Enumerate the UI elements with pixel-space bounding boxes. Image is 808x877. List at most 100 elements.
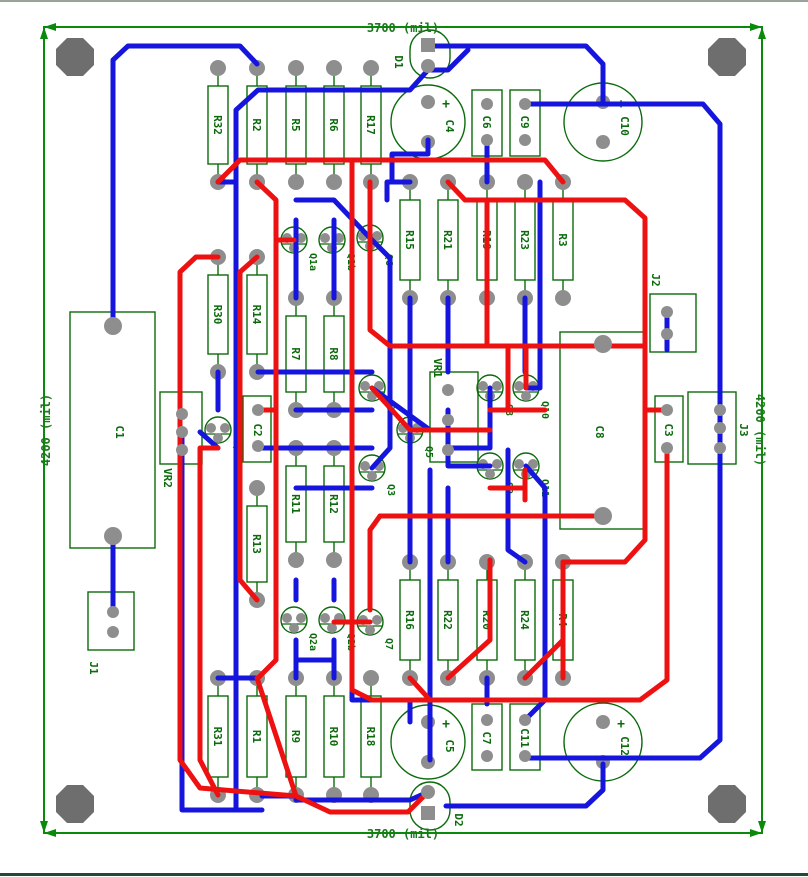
transistor-pad: [514, 381, 524, 391]
resistor-r16: R16: [399, 554, 421, 686]
transistor-pad: [320, 233, 330, 243]
resistor-r32: R32: [207, 60, 229, 190]
resistor-r11: R11: [285, 440, 307, 568]
c3-pad-1: [661, 404, 673, 416]
j2-pad-1: [661, 306, 673, 318]
j3-pad-3: [714, 442, 726, 454]
c3-pad-2: [661, 442, 673, 454]
resistor-label: R8: [327, 347, 340, 360]
d1-pad-round: [421, 59, 435, 73]
capacitor-label: C4: [443, 119, 456, 133]
vr2-pad-2: [176, 426, 188, 438]
resistor-r1: R1: [246, 670, 268, 803]
resistor-label: R12: [327, 494, 340, 514]
resistor-r24: R24: [514, 554, 536, 686]
c1-label: C1: [113, 425, 126, 439]
resistor-pad: [249, 60, 265, 76]
static-pads: [104, 38, 726, 820]
resistor-r12: R12: [323, 440, 345, 568]
c2-outline: [242, 395, 272, 463]
resistor-r20: R20: [476, 554, 498, 686]
resistor-label: R13: [250, 534, 263, 554]
window-top-border: [0, 0, 808, 2]
c6-pad-1: [481, 98, 493, 110]
j3-pad-2: [714, 422, 726, 434]
j1-pad-1: [107, 606, 119, 618]
resistor-r30: R30: [207, 249, 229, 380]
window-bottom-border: [0, 873, 808, 876]
resistor-r18: R18: [360, 670, 382, 803]
capacitor-plus: +: [442, 97, 450, 112]
resistor-label: R23: [518, 230, 531, 250]
vr1-pad-2: [442, 414, 454, 426]
capacitor-plus: +: [442, 717, 450, 732]
c7-pad-2: [481, 750, 493, 762]
transistor-pad: [220, 423, 230, 433]
resistor-label: R3: [556, 233, 569, 246]
j1-label: J1: [87, 661, 100, 675]
resistor-label: R15: [403, 230, 416, 250]
j3-outline: [687, 391, 737, 465]
vr2-pad-3: [176, 444, 188, 456]
transistor-pad: [372, 615, 382, 625]
resistor-pad: [326, 552, 342, 568]
c6-label: C6: [480, 115, 493, 129]
board-outline: [43, 26, 763, 834]
resistor-pad: [326, 174, 342, 190]
transistor-label: Q7: [383, 638, 394, 650]
resistor-label: R2: [250, 118, 263, 131]
c2-pad-2: [252, 440, 264, 452]
transistor-pad: [206, 423, 216, 433]
transistor-pad: [492, 381, 502, 391]
vr1-outline: [429, 371, 479, 463]
transistor-pad: [514, 459, 524, 469]
resistor-pad: [288, 174, 304, 190]
transistor-label: Q5: [423, 446, 434, 458]
transistor-q7: Q7: [356, 608, 394, 650]
resistor-r3: R3: [552, 174, 574, 306]
resistor-r14: R14: [246, 249, 268, 380]
mount-hole-bottom-right: [708, 785, 746, 823]
resistor-label: R1: [250, 730, 263, 744]
c8-label: C8: [593, 425, 606, 438]
c3-label: C3: [662, 423, 675, 436]
mount-hole-top-left: [56, 38, 94, 76]
c9-pad-2: [519, 134, 531, 146]
mount-hole-bottom-left: [56, 785, 94, 823]
transistor-pad: [521, 391, 531, 401]
c8-pad-1: [594, 335, 612, 353]
resistor-r22: R22: [437, 554, 459, 686]
transistor-q1a: Q1a: [280, 226, 318, 271]
dim-left-label: 4200 (mil): [39, 394, 53, 466]
capacitor-label: C12: [618, 736, 631, 756]
c11-pad-2: [519, 750, 531, 762]
mount-hole-top-right: [708, 38, 746, 76]
resistor-pad: [363, 60, 379, 76]
j3-label: J3: [737, 423, 750, 436]
c9-pad-1: [519, 98, 531, 110]
resistor-label: R7: [289, 347, 302, 360]
dimension-arrows: [40, 23, 766, 837]
capacitor-label: C5: [443, 739, 456, 752]
resistor-r8: R8: [323, 290, 345, 418]
j2-label: J2: [649, 273, 662, 286]
resistor-pad: [249, 480, 265, 496]
c11-outline: [509, 703, 541, 771]
resistor-r15: R15: [399, 174, 421, 306]
mounting-holes: [56, 38, 746, 823]
j2-outline: [649, 293, 697, 353]
resistor-r10: R10: [323, 670, 345, 803]
resistor-pad: [288, 60, 304, 76]
resistor-pad: [326, 60, 342, 76]
resistor-pad: [363, 670, 379, 686]
vr2-label: VR2: [161, 468, 174, 488]
c7-label: C7: [480, 731, 493, 744]
d2-pad-round: [421, 785, 435, 799]
c1-outline: [69, 311, 156, 549]
d2-pad-square: [421, 806, 435, 820]
transistor-pad: [320, 613, 330, 623]
transistor-pad: [289, 623, 299, 633]
dim-bottom-label: 3700 (mil): [367, 827, 439, 841]
resistor-label: R22: [441, 610, 454, 630]
resistor-r2: R2: [246, 60, 268, 190]
